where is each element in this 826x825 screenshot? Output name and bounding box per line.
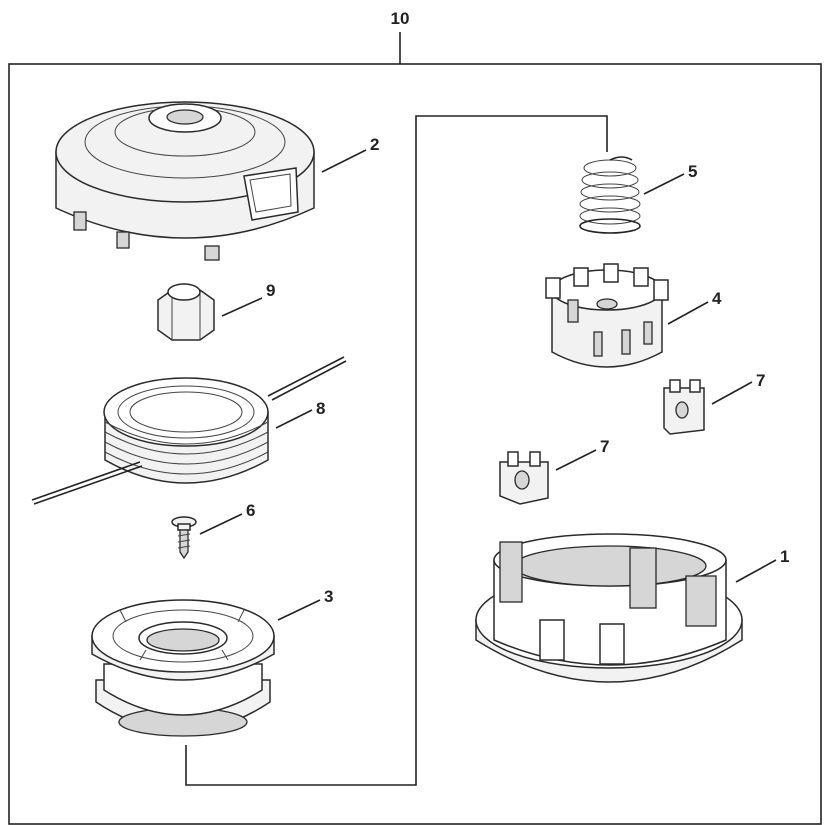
part-7-clip-lower: 7 [499,437,609,505]
part-7-label-lower: 7 [600,437,609,456]
connector-bracket [185,115,608,786]
part-4-drive-hub: 4 [545,263,722,368]
part-9-nut: 9 [157,281,275,341]
part-8-trimmer-line: 8 [31,356,347,505]
part-2-cover-cap: 2 [55,101,379,261]
part-3-spool: 3 [91,587,333,737]
part-1-base-housing: 1 [475,533,789,683]
part-4-label: 4 [712,289,722,308]
part-6-screw: 6 [171,501,255,560]
part-5-label: 5 [688,162,697,181]
part-7-label-upper: 7 [756,371,765,390]
part-3-label: 3 [324,587,333,606]
part-5-spring: 5 [579,156,697,234]
part-7-clip-upper: 7 [663,371,765,435]
part-8-label: 8 [316,399,325,418]
assembly-frame: 10 [8,9,822,825]
part-1-label: 1 [780,547,789,566]
part-9-label: 9 [266,281,275,300]
part-2-label: 2 [370,135,379,154]
assembly-label: 10 [391,9,410,28]
part-6-label: 6 [246,501,255,520]
